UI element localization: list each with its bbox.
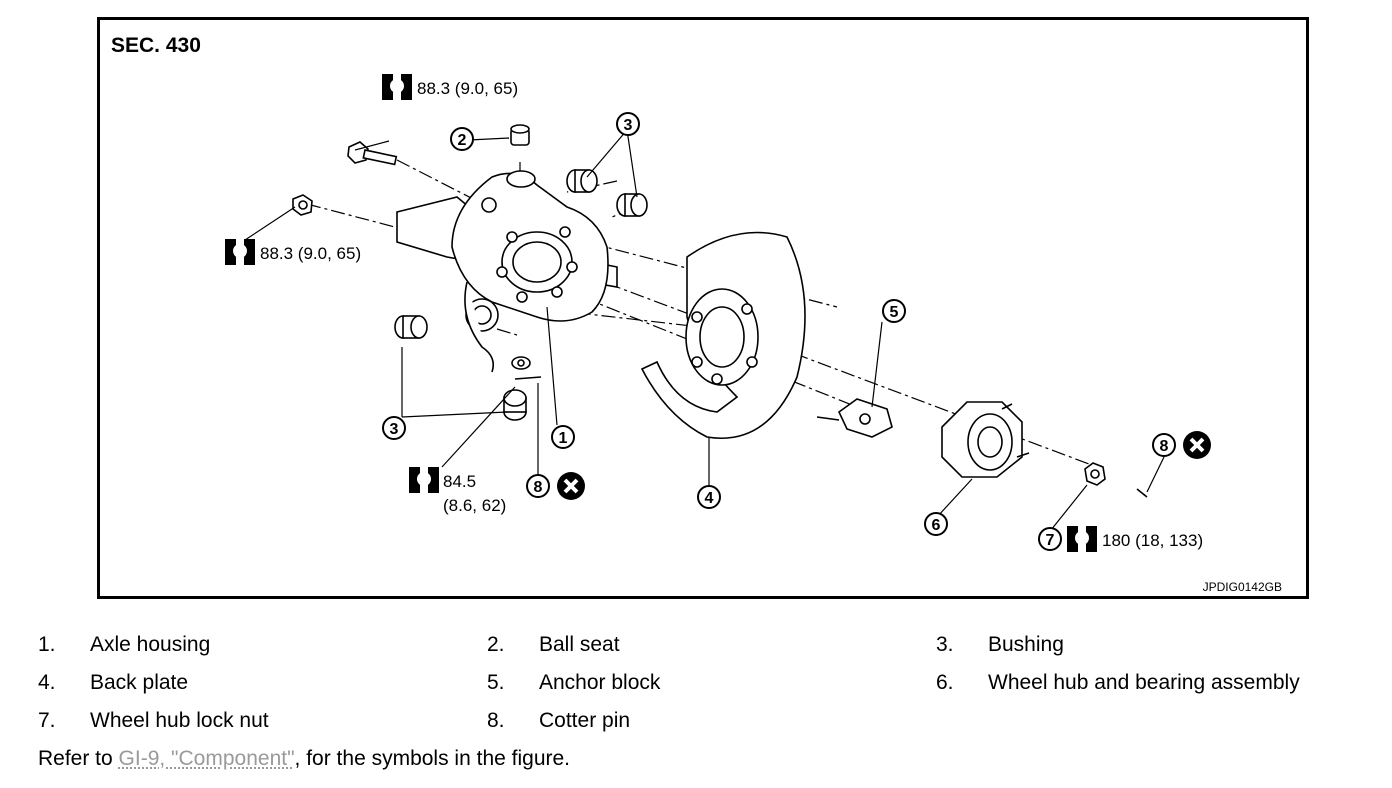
- legend-label: Anchor block: [539, 671, 661, 694]
- torque-wrench-icon: [1067, 526, 1097, 552]
- svg-text:3: 3: [390, 421, 399, 438]
- legend-label: Back plate: [90, 671, 189, 694]
- nut: [292, 194, 313, 216]
- legend-number: 2.: [487, 633, 505, 656]
- callout-7: 7: [1038, 527, 1062, 551]
- callout-5: 5: [882, 299, 906, 323]
- legend-label: Wheel hub lock nut: [90, 709, 269, 732]
- torque-hub-nut: 180 (18, 133): [1102, 531, 1203, 550]
- figure-code: JPDIG0142GB: [1203, 580, 1282, 594]
- component-reference-link[interactable]: GI-9, "Component": [118, 747, 295, 770]
- x-circle-icon: [1181, 429, 1213, 461]
- wheel-hub-bearing: [941, 401, 1030, 478]
- bushing: [616, 193, 648, 217]
- legend-number: 8.: [487, 709, 505, 732]
- callout-8-right: 8: [1152, 433, 1176, 457]
- note-prefix: Refer to: [38, 747, 119, 770]
- svg-text:5: 5: [890, 304, 899, 321]
- svg-text:6: 6: [932, 517, 941, 534]
- callout-2: 2: [450, 127, 474, 151]
- legend-number: 1.: [38, 633, 56, 656]
- back-plate: [640, 231, 806, 439]
- reference-note: Refer to GI-9, "Component", for the symb…: [38, 744, 570, 774]
- legend-number: 3.: [936, 633, 954, 656]
- hub-lock-nut: [1084, 462, 1106, 486]
- torque-lower-nut-line2: (8.6, 62): [443, 496, 506, 515]
- svg-text:8: 8: [1160, 438, 1169, 455]
- svg-text:8: 8: [534, 479, 543, 496]
- bolt: [347, 141, 398, 166]
- axle-housing: [396, 170, 618, 373]
- callout-3-lower: 3: [382, 416, 406, 440]
- svg-text:3: 3: [624, 117, 633, 134]
- anchor-block: [816, 398, 893, 438]
- svg-text:1: 1: [559, 430, 568, 447]
- x-circle-icon: [555, 470, 587, 502]
- callout-6: 6: [924, 512, 948, 536]
- legend-label: Ball seat: [539, 633, 620, 656]
- torque-lower-nut-line1: 84.5: [443, 472, 476, 491]
- legend-number: 6.: [936, 671, 954, 694]
- section-label: SEC. 430: [111, 34, 201, 57]
- torque-bolt-top: 88.3 (9.0, 65): [417, 79, 518, 98]
- callout-3-upper: 3: [616, 112, 640, 136]
- bushing: [503, 389, 527, 421]
- legend-label: Axle housing: [90, 633, 211, 656]
- legend-label: Bushing: [988, 633, 1064, 656]
- callout-4: 4: [697, 485, 721, 509]
- legend-number: 5.: [487, 671, 505, 694]
- legend-label: Wheel hub and bearing assembly: [988, 671, 1300, 694]
- cotter-pin: [514, 376, 542, 380]
- note-suffix: , for the symbols in the figure.: [294, 747, 571, 770]
- callout-1: 1: [551, 425, 575, 449]
- bushing: [566, 169, 598, 193]
- torque-wrench-icon: [409, 467, 439, 493]
- torque-nut-left: 88.3 (9.0, 65): [260, 244, 361, 263]
- leader-lines: [401, 129, 1165, 531]
- svg-text:4: 4: [705, 490, 714, 507]
- lower-nut: [511, 356, 531, 370]
- svg-text:7: 7: [1046, 532, 1055, 549]
- legend-label: Cotter pin: [539, 709, 631, 732]
- torque-wrench-icon: [382, 74, 412, 100]
- svg-text:2: 2: [458, 132, 467, 149]
- bushing: [394, 315, 428, 339]
- ball-seat: [510, 124, 530, 146]
- torque-wrench-icon: [225, 239, 255, 265]
- exploded-view-diagram: SEC. 430 JPDIG0142GB: [97, 17, 1309, 599]
- legend-number: 4.: [38, 671, 56, 694]
- callout-8-lower: 8: [526, 474, 550, 498]
- legend-number: 7.: [38, 709, 56, 732]
- cotter-pin: [1136, 488, 1148, 498]
